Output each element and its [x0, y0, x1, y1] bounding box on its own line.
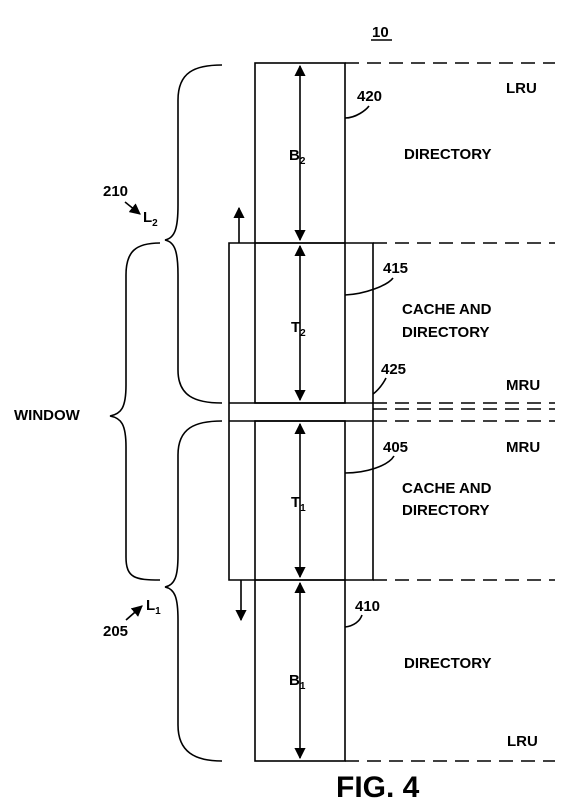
ref-420: 420 — [357, 88, 382, 105]
ref-205: 205 — [103, 623, 128, 640]
label-b2: B2 — [289, 147, 306, 167]
label-cache-and-t2: CACHE AND — [402, 301, 492, 318]
leader-415 — [345, 278, 393, 295]
ref-210: 210 — [103, 183, 128, 200]
brace-l2 — [165, 65, 222, 403]
cache-window-frame — [229, 243, 373, 580]
label-mru-upper: MRU — [506, 377, 540, 394]
label-lru-top: LRU — [506, 80, 537, 97]
ref-415: 415 — [383, 260, 408, 277]
label-window: WINDOW — [14, 407, 81, 424]
label-t2: T2 — [291, 319, 306, 339]
leader-410 — [345, 615, 362, 627]
label-t1: T1 — [291, 494, 306, 514]
label-directory-t2: DIRECTORY — [402, 324, 490, 341]
label-lru-bottom: LRU — [507, 733, 538, 750]
brace-l1 — [165, 421, 222, 761]
label-mru-lower: MRU — [506, 439, 540, 456]
leader-210 — [125, 202, 140, 214]
figure-caption: FIG. 4 — [336, 771, 420, 804]
brace-window — [110, 243, 160, 580]
ref-405: 405 — [383, 439, 408, 456]
leader-425 — [373, 378, 386, 394]
ref-425: 425 — [381, 361, 406, 378]
leader-420 — [345, 106, 369, 118]
label-l1: L1 — [146, 597, 161, 617]
label-directory-bottom: DIRECTORY — [404, 655, 492, 672]
label-cache-and-t1: CACHE AND — [402, 480, 492, 497]
label-l2: L2 — [143, 209, 158, 229]
label-directory-t1: DIRECTORY — [402, 502, 490, 519]
label-directory-top: DIRECTORY — [404, 146, 492, 163]
label-b1: B1 — [289, 672, 306, 692]
leader-405 — [345, 456, 394, 473]
leader-205 — [126, 606, 142, 620]
ref-410: 410 — [355, 598, 380, 615]
figure-number: 10 — [372, 24, 389, 41]
